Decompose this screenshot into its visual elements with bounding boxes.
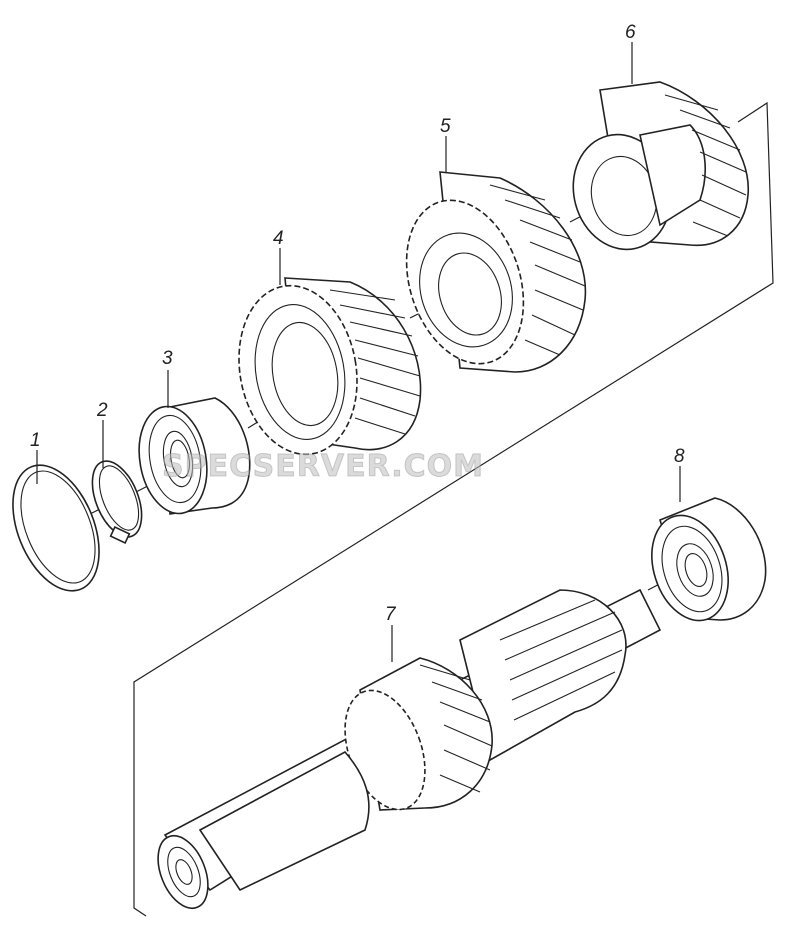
callout-5: 5 <box>440 116 451 137</box>
callout-leaders <box>36 42 681 662</box>
part-5-gear <box>405 171 587 373</box>
callout-6: 6 <box>625 22 636 43</box>
part-1-retaining-ring <box>12 464 100 592</box>
watermark-text: SPECSERVER.COM <box>162 449 484 484</box>
callout-7: 7 <box>385 604 397 625</box>
part-7-shaft <box>157 588 662 909</box>
part-3-bearing <box>138 397 251 515</box>
callout-1: 1 <box>30 430 41 451</box>
callout-3: 3 <box>162 348 173 369</box>
part-2-snap-ring <box>91 460 143 544</box>
callout-numbers: 1 2 3 4 5 6 7 8 <box>30 22 685 625</box>
part-6-gear <box>572 81 749 251</box>
assembly-frame <box>133 101 774 917</box>
part-8-bearing <box>651 497 767 622</box>
callout-8: 8 <box>674 446 685 467</box>
part-4-gear <box>238 277 422 456</box>
callout-4: 4 <box>273 228 284 249</box>
callout-2: 2 <box>96 400 108 421</box>
